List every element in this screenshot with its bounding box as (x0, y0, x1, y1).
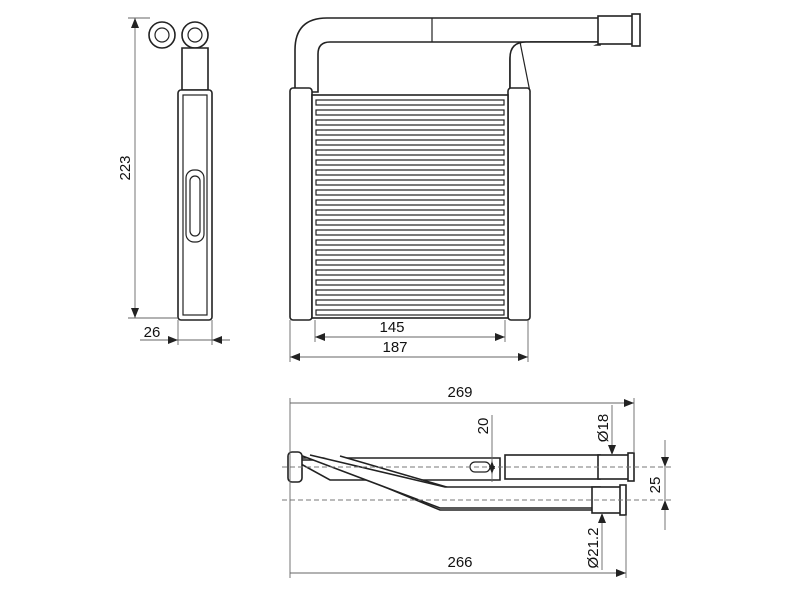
core-tube (315, 169, 505, 176)
core-tube (315, 99, 505, 106)
bottom-view (282, 451, 672, 516)
dim-outlet-diameter-label: Ø18 (595, 414, 612, 442)
core-tube (315, 229, 505, 236)
core-tube (315, 249, 505, 256)
core-tube (315, 149, 505, 156)
core-tube (315, 139, 505, 146)
core-tube (315, 119, 505, 126)
front-view (289, 13, 641, 321)
core-tube (315, 159, 505, 166)
dim-total-length-top-label: 269 (447, 384, 472, 401)
dim-inlet-diameter-label: Ø21.2 (585, 528, 602, 569)
core-tube (315, 299, 505, 306)
core-tube (315, 259, 505, 266)
dim-height-label: 223 (117, 155, 134, 180)
core-tube (315, 109, 505, 116)
core-tubes (315, 99, 505, 316)
core-tube (315, 289, 505, 296)
core-tube (315, 239, 505, 246)
core-tube (315, 199, 505, 206)
side-view (148, 21, 213, 321)
dim-core-width-label: 145 (379, 319, 404, 336)
core-tube (315, 179, 505, 186)
dim-offset-label: 20 (475, 418, 492, 435)
core-tube (315, 269, 505, 276)
core-tube (315, 219, 505, 226)
dim-total-length-bottom-label: 266 (447, 554, 472, 571)
core-tube (315, 189, 505, 196)
core-tube (315, 129, 505, 136)
core-tube (315, 279, 505, 286)
core-tube (315, 209, 505, 216)
dim-overall-width-label: 187 (382, 339, 407, 356)
dim-depth-label: 26 (144, 324, 161, 341)
dimension-lines (128, 17, 669, 578)
dim-pipe-spacing-label: 25 (647, 477, 664, 494)
core-tube (315, 309, 505, 316)
